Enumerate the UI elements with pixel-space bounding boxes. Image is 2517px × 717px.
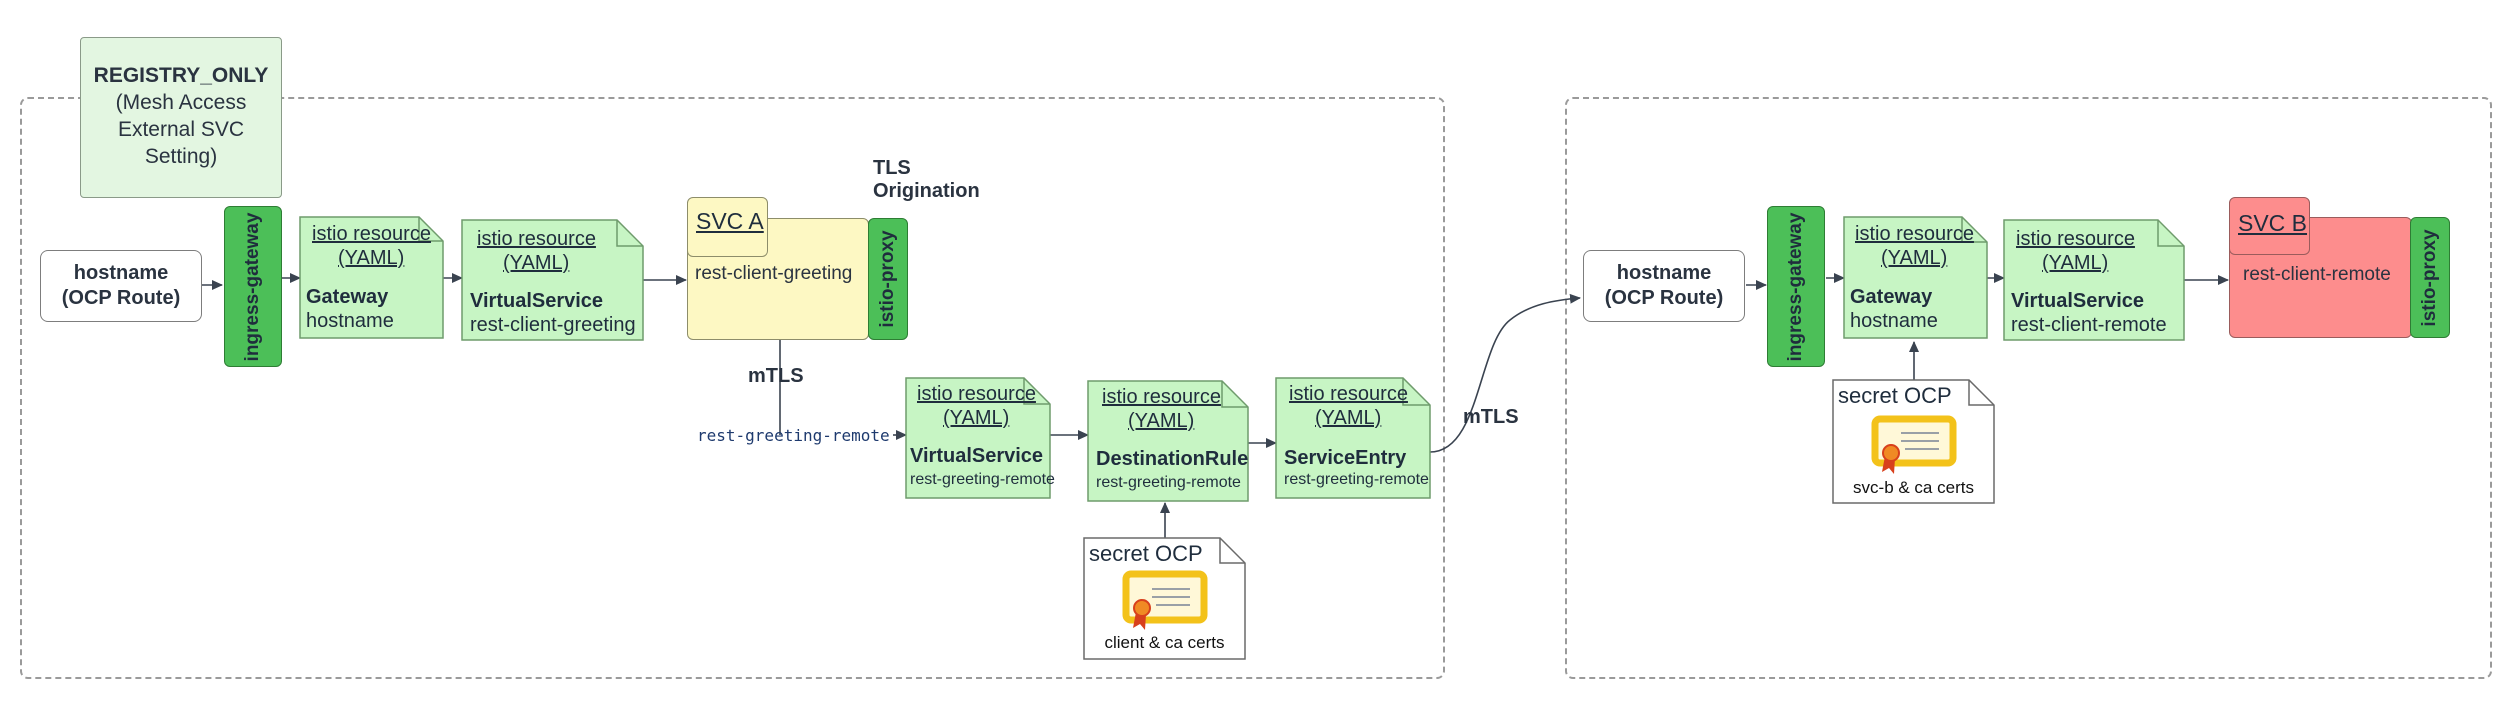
certificate-icon: [1871, 415, 1957, 474]
doc-shape-vs-right: [2003, 219, 2185, 341]
resource-name: rest-client-remote: [2011, 314, 2167, 336]
istio-proxy-label: istio-proxy: [2419, 228, 2440, 327]
secret-caption: svc-b & ca certs: [1853, 478, 1974, 497]
registry-title: REGISTRY_ONLY: [93, 64, 269, 87]
resource-kind: Gateway: [1850, 286, 1933, 308]
origination-label: Origination: [873, 180, 980, 202]
edge-se-to-remote-host: [1429, 293, 1581, 453]
ingress-gateway-left[interactable]: ingress-gateway: [224, 206, 282, 367]
secret-title: secret OCP: [1838, 383, 1952, 408]
doc-shape-gateway-left: [299, 216, 444, 339]
resource-kind: Gateway: [306, 286, 389, 308]
hostname-label: hostname: [73, 262, 169, 284]
route-rest-greeting-remote: rest-greeting-remote: [697, 426, 890, 445]
resource-kind: VirtualService: [470, 290, 604, 312]
hostname-route-right[interactable]: hostname (OCP Route): [1583, 250, 1745, 322]
virtualservice-resource-right[interactable]: istio resource (YAML) VirtualService res…: [2004, 220, 2184, 340]
doc-shape-gateway-right: [1843, 216, 1988, 339]
gateway-resource-right[interactable]: istio resource (YAML) Gateway hostname: [1844, 217, 1987, 338]
resource-header-yaml: (YAML): [2042, 252, 2109, 274]
svc-b-name: rest-client-remote: [2243, 264, 2391, 285]
mtls-label-left: mTLS: [748, 365, 804, 387]
resource-kind: DestinationRule: [1096, 448, 1249, 470]
registry-only-setting: REGISTRY_ONLY (Mesh Access External SVC …: [80, 37, 282, 198]
svc-b-box[interactable]: [2229, 217, 2412, 338]
resource-kind: VirtualService: [2011, 290, 2145, 312]
resource-header-yaml: (YAML): [1881, 247, 1948, 269]
mtls-label-between: mTLS: [1463, 406, 1519, 428]
tls-origination-label: TLS Origination: [873, 157, 980, 203]
doc-shape-dr: [1087, 380, 1249, 502]
resource-name: rest-client-greeting: [470, 314, 636, 336]
istio-proxy-b[interactable]: istio-proxy: [2410, 217, 2450, 338]
registry-subtitle: (Mesh Access External SVC Setting): [115, 91, 247, 168]
resource-name: rest-greeting-remote: [1284, 471, 1429, 488]
cluster-right-boundary: [1565, 97, 2492, 679]
doc-shape-vs-left: [461, 219, 644, 341]
istio-proxy-label: istio-proxy: [877, 230, 898, 328]
resource-header: istio resource: [312, 223, 431, 245]
virtualservice-resource-left[interactable]: istio resource (YAML) VirtualService res…: [462, 220, 643, 340]
virtualservice-remote-resource[interactable]: istio resource (YAML) VirtualService res…: [906, 378, 1055, 498]
destinationrule-resource[interactable]: istio resource (YAML) DestinationRule re…: [1088, 381, 1248, 501]
route-label: (OCP Route): [61, 287, 181, 309]
resource-header-yaml: (YAML): [338, 247, 405, 269]
resource-header: istio resource: [1855, 223, 1974, 245]
doc-shape-se: [1275, 377, 1431, 499]
cluster-left-boundary: [20, 97, 1445, 679]
resource-header-yaml: (YAML): [1128, 410, 1195, 432]
ingress-gateway-right[interactable]: ingress-gateway: [1767, 206, 1825, 367]
gateway-resource-left[interactable]: istio resource (YAML) Gateway hostname: [300, 217, 443, 338]
doc-shape-vs-remote: [905, 377, 1051, 499]
resource-name: hostname: [1850, 310, 1938, 332]
serviceentry-resource[interactable]: istio resource (YAML) ServiceEntry rest-…: [1276, 378, 1430, 498]
secret-ocp-left[interactable]: secret OCP client & ca certs: [1084, 538, 1245, 659]
svc-b-tag: SVC B: [2229, 197, 2310, 255]
certificate-icon: [1122, 570, 1208, 630]
svc-a-name: rest-client-greeting: [695, 263, 853, 284]
resource-kind: ServiceEntry: [1284, 447, 1407, 469]
hostname-route-left[interactable]: hostname (OCP Route): [40, 250, 202, 322]
secret-caption: client & ca certs: [1104, 633, 1225, 652]
ingress-gateway-label: ingress-gateway: [1785, 212, 1806, 361]
resource-header-yaml: (YAML): [943, 407, 1010, 429]
route-label: (OCP Route): [1604, 287, 1724, 309]
resource-name: hostname: [306, 310, 394, 332]
resource-header: istio resource: [917, 383, 1036, 405]
svc-a-tag: SVC A: [687, 197, 768, 257]
resource-header: istio resource: [477, 228, 596, 250]
resource-header: istio resource: [1289, 383, 1408, 405]
resource-kind: VirtualService: [910, 445, 1044, 467]
resource-name: rest-greeting-remote: [1096, 474, 1241, 491]
resource-name: rest-greeting-remote: [910, 471, 1055, 488]
secret-ocp-right[interactable]: secret OCP svc-b & ca certs: [1833, 380, 1994, 503]
resource-header-yaml: (YAML): [503, 252, 570, 274]
secret-title: secret OCP: [1089, 541, 1203, 566]
istio-proxy-a[interactable]: istio-proxy: [868, 218, 908, 340]
resource-header: istio resource: [2016, 228, 2135, 250]
tls-label: TLS: [873, 157, 911, 179]
hostname-label: hostname: [1616, 262, 1712, 284]
resource-header: istio resource: [1102, 386, 1221, 408]
ingress-gateway-label: ingress-gateway: [242, 212, 263, 361]
resource-header-yaml: (YAML): [1315, 407, 1382, 429]
